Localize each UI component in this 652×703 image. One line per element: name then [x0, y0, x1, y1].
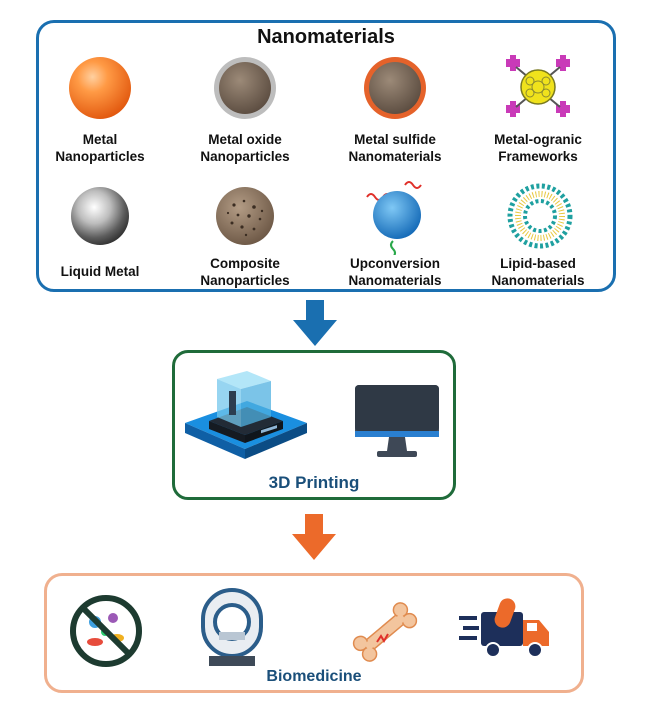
label-liquid-metal: Liquid Metal	[60, 264, 140, 279]
metal-nanoparticle-icon	[69, 57, 131, 119]
nanomaterials-panel: Nanomaterials	[36, 20, 616, 292]
liquid-metal-icon	[71, 187, 129, 245]
mri-scanner-icon	[201, 588, 263, 666]
lipid-based-nanomaterial-icon	[507, 183, 573, 249]
metal-sulfide-nanomaterial-icon	[364, 57, 426, 119]
antibacterial-icon	[70, 595, 142, 667]
3d-printing-panel: 3D Printing	[172, 350, 456, 500]
biomedicine-title: Biomedicine	[266, 668, 362, 685]
3d-printer-icon	[185, 371, 307, 459]
upconversion-nanomaterial-icon	[366, 181, 422, 255]
metal-oxide-nanoparticle-icon	[214, 57, 276, 119]
composite-nanoparticle-icon	[216, 187, 274, 245]
arrow-down-blue-icon	[293, 300, 337, 346]
nanomaterials-title: Nanomaterials	[257, 26, 395, 48]
arrow-down-orange-icon	[292, 514, 336, 560]
drug-delivery-truck-icon	[459, 598, 549, 658]
biomedicine-panel: Biomedicine	[44, 573, 584, 693]
metal-organic-framework-icon	[506, 55, 570, 117]
bone-icon	[352, 602, 418, 662]
3d-printing-title: 3D Printing	[268, 473, 360, 492]
monitor-icon	[355, 385, 439, 457]
